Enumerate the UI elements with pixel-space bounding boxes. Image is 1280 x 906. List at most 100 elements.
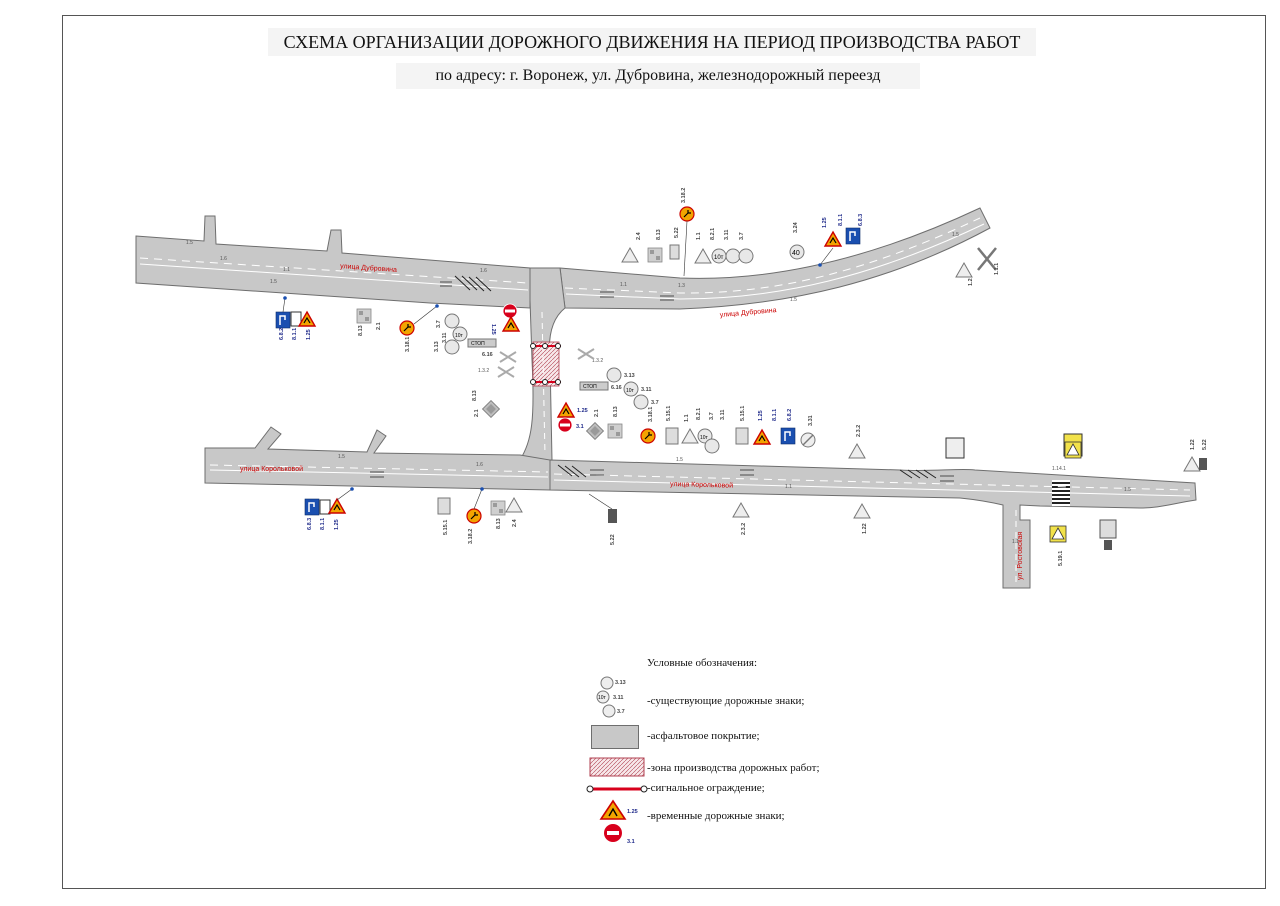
sign-code: 8.13 [496, 518, 502, 529]
work-zone [532, 341, 560, 387]
marking-label: 1.1 [283, 267, 290, 273]
sign-code: 3.24 [793, 221, 799, 233]
sign-code: 8.13 [656, 229, 662, 240]
legend: Условные обозначения: 10т 3.13 3.11 3.7 … [585, 655, 885, 855]
marking-label: 1.1 [620, 282, 627, 288]
lane-direction-sign-icon [665, 427, 679, 445]
no-entry-sign-icon [557, 417, 573, 433]
warning-sign-icon [694, 248, 712, 264]
legend-asphalt-swatch [591, 725, 639, 749]
legend-work-zone-swatch [589, 757, 645, 777]
sign-code: 1.25 [306, 329, 312, 340]
prohibition-sign-icon [606, 367, 622, 383]
sign-code: 6.8.3 [307, 518, 313, 530]
sign-code: 8.2.1 [710, 228, 716, 240]
stop-line-plate-icon [467, 338, 497, 348]
sign-code: 3.1 [576, 424, 584, 430]
direction-plate-icon [647, 247, 663, 263]
legend-heading: Условные обозначения: [647, 657, 758, 669]
sign-code: 3.13 [615, 680, 626, 686]
street-name: улица Корольковой [670, 480, 733, 490]
legend-asphalt: -асфальтовое покрытие; [647, 730, 760, 742]
prohibition-sign-icon [444, 339, 460, 355]
sign-code: 8.13 [472, 390, 478, 401]
bus-stop-sign-icon [608, 509, 617, 523]
crosswalk-sign-icon [1099, 519, 1117, 539]
direction-plate-icon [607, 423, 623, 439]
scheme-subtitle: по адресу: г. Воронеж, ул. Дубровина, же… [396, 63, 920, 89]
plate-icon [319, 499, 331, 515]
warning-sign-icon [732, 502, 750, 518]
street-name: улица Дубровина [719, 306, 776, 319]
signal-barrier [530, 343, 561, 385]
sign-code: 8.13 [613, 406, 619, 417]
sign-code: 6.16 [611, 385, 622, 391]
detour-sign-icon [845, 227, 861, 245]
road-works-sign-icon [328, 498, 346, 514]
pedestrian-crossing-sign-icon [1064, 441, 1082, 459]
sign-code: 6.8.2 [787, 409, 793, 421]
sign-code: 1.22 [1190, 439, 1196, 450]
marking-label: 1.5 [338, 454, 345, 460]
stop-line-plate-icon [579, 381, 609, 391]
sign-code: 3.18.1 [405, 337, 411, 352]
plate-icon [1199, 458, 1207, 470]
sign-code: 3.13 [624, 373, 635, 379]
sign-code: 8.1.1 [320, 518, 326, 530]
direction-arrows [370, 281, 954, 482]
legend-work-zone: -зона производства дорожных работ; [647, 762, 820, 774]
sign-code: 3.7 [651, 400, 659, 406]
lane-direction-sign-icon [437, 497, 451, 515]
sign-text: СТОП [471, 341, 485, 347]
prohibition-sign-icon [704, 438, 720, 454]
prohibition-sign-icon [725, 248, 741, 264]
marking-label: 1.6 [480, 268, 487, 274]
marking-label: 1.3.2 [592, 358, 603, 364]
sign-code: 5.15.1 [443, 520, 449, 535]
sign-code: 5.15.1 [666, 406, 672, 421]
sign-code: 3.18.2 [468, 529, 474, 544]
warning-sign-icon [1183, 456, 1201, 472]
direction-plate-icon [356, 308, 372, 324]
marking-label: 1.14.1 [1052, 466, 1066, 472]
yield-sign-icon [621, 247, 639, 263]
yield-sign-icon [505, 497, 523, 513]
prohibition-sign-icon [633, 394, 649, 410]
sign-code: 8.1.1 [838, 214, 844, 226]
sign-code: 5.19.1 [1058, 551, 1064, 566]
lane-direction-sign-icon [735, 427, 749, 445]
sign-number: 10т [700, 435, 709, 441]
bus-stop-sign-icon [669, 244, 680, 260]
marking-label: 1.3.2 [478, 368, 489, 374]
marking-label: 1.5 [1124, 487, 1131, 493]
sign-code: 1.25 [627, 809, 638, 815]
sign-code: 1.22 [862, 523, 868, 534]
sign-code: 2.4 [636, 231, 642, 240]
sign-text: СТОП [583, 384, 597, 390]
warning-sign-icon [848, 443, 866, 459]
street-name: ул. Ростовская [1017, 532, 1024, 580]
prohibition-sign-icon [444, 313, 460, 329]
priority-road-sign-icon [586, 422, 604, 440]
sign-code: 6.8.3 [858, 214, 864, 226]
sign-code: 1.2 [968, 278, 974, 286]
marking-label: 1.5 [676, 457, 683, 463]
sign-code: 3.11 [442, 333, 448, 343]
no-overtaking-sign-icon [679, 206, 695, 222]
drawing-frame [62, 15, 1266, 889]
sign-code: 3.18.1 [648, 407, 654, 422]
detour-sign-icon [304, 498, 320, 516]
sign-code: 3.18.2 [681, 188, 687, 203]
no-overtaking-sign-icon [466, 508, 482, 524]
sign-code: 2.1 [376, 322, 382, 330]
sign-code: 1.25 [490, 324, 496, 335]
sign-code: 5.22 [674, 227, 680, 238]
no-overtaking-sign-icon [640, 428, 656, 444]
road-works-sign-icon [502, 316, 520, 332]
prohibition-sign-icon [738, 248, 754, 264]
marking-label: 1.6 [220, 256, 227, 262]
plate-icon [290, 311, 302, 327]
sign-code: 1.1 [684, 414, 690, 422]
sign-code: 3.11 [724, 230, 730, 240]
